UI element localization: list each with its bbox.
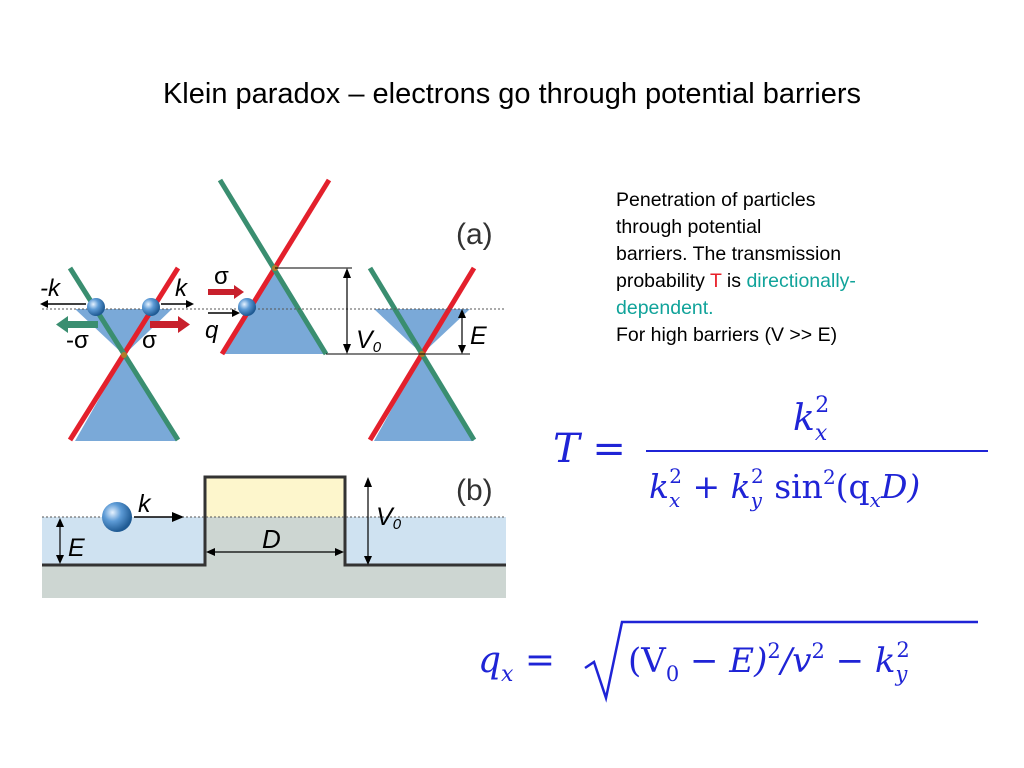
q-label: q xyxy=(205,317,219,344)
sigma-arrow-a2 xyxy=(234,285,244,299)
barrier-top xyxy=(205,477,345,517)
fraction-numerator: kx2 xyxy=(793,393,829,446)
electron-middle xyxy=(238,298,256,316)
electron-right xyxy=(142,298,160,316)
panel-label-a: (a) xyxy=(456,218,493,251)
k-label-a: k xyxy=(175,275,189,302)
minus-sigma-label: -σ xyxy=(66,327,89,354)
electron-left xyxy=(87,298,105,316)
dirac-point-1 xyxy=(121,352,127,358)
equation-T: T = kx2 kx2 + ky2 sin2(qxD) xyxy=(553,393,988,512)
slide-title: Klein paradox – electrons go through pot… xyxy=(162,78,862,110)
T-symbol: T xyxy=(709,270,722,292)
sigma-arrow-a xyxy=(178,316,190,333)
cone-upper-fill-3 xyxy=(374,309,470,354)
cone-lower-fill-3 xyxy=(374,354,474,441)
e-label-b: E xyxy=(68,534,85,562)
cone-upper-fill-1 xyxy=(75,309,172,355)
panel-label-b: (b) xyxy=(456,474,493,507)
ground xyxy=(42,565,506,598)
k-arrow-b xyxy=(172,512,184,522)
minus-sigma-arrow xyxy=(56,316,68,333)
svg-text:T =: T = xyxy=(553,426,626,472)
potential-profile xyxy=(42,475,506,567)
cone-fill-2 xyxy=(222,269,326,354)
svg-text:qx =: qx = xyxy=(478,640,555,687)
k-label-b: k xyxy=(138,490,152,518)
d-label: D xyxy=(262,524,281,554)
radical-sign xyxy=(584,620,978,703)
equation-qx: qx = (V0 − E)2/v2 − ky2 xyxy=(478,620,978,703)
figure-a: V0 E -k k -σ σ σ q (a) xyxy=(40,178,506,442)
barrier-region xyxy=(205,517,345,565)
sigma-label-a2: σ xyxy=(214,263,229,290)
v0-label-a: V0 xyxy=(356,326,382,356)
description-text: Penetration of particles through potenti… xyxy=(616,189,856,346)
radicand: (V0 − E)2/v2 − ky2 xyxy=(628,638,910,686)
figure-b: E k D V0 (b) xyxy=(42,474,506,598)
fraction-denominator: kx2 + ky2 sin2(qxD) xyxy=(649,464,920,512)
v0-label-b: V0 xyxy=(376,503,402,533)
electron-b xyxy=(102,502,132,532)
minus-k-label: -k xyxy=(40,275,62,302)
sigma-label-a: σ xyxy=(142,327,157,354)
e-label-a: E xyxy=(470,322,487,350)
cone-lower-fill-1 xyxy=(75,355,176,441)
